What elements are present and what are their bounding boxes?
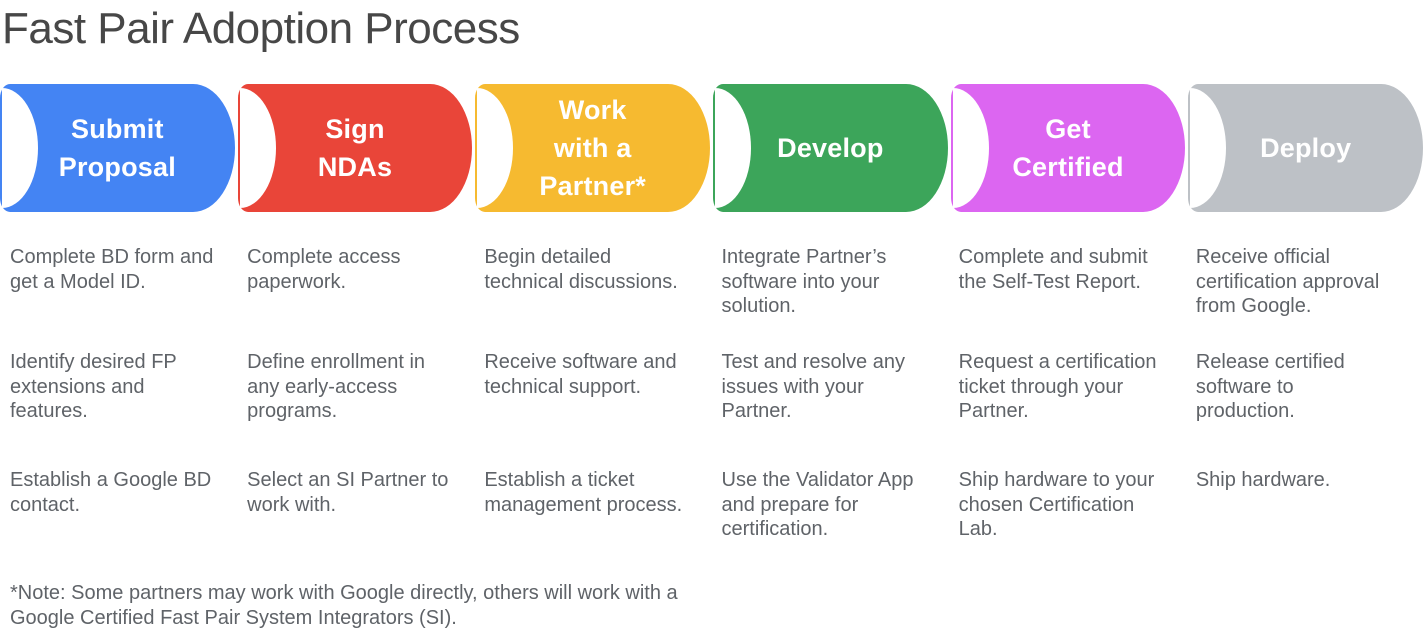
- desc-work-with-partner-1: Begin detailed technical discussions.: [484, 246, 678, 293]
- stage-label: Develop: [777, 133, 884, 163]
- desc-sign-ndas-1: Complete access paperwork.: [247, 246, 401, 293]
- desc-work-with-partner-3: Establish a ticket management process.: [484, 469, 683, 516]
- page-title: Fast Pair Adoption Process: [2, 4, 520, 53]
- stage-sign-ndas: Sign NDAs: [237, 84, 473, 212]
- stage-label: Submit Proposal: [58, 114, 176, 182]
- stage-label: Get Certified: [1012, 114, 1124, 182]
- stage-work-with-partner: Work with a Partner*: [475, 84, 711, 212]
- desc-submit-proposal-2: Identify desired FP extensions and featu…: [10, 351, 177, 422]
- stage-submit-proposal: Submit Proposal: [0, 84, 235, 212]
- desc-get-certified-1: Complete and submit the Self-Test Report…: [958, 246, 1148, 293]
- desc-deploy-2: Release certified software to production…: [1195, 351, 1345, 422]
- desc-get-certified-2: Request a certification ticket through y…: [958, 351, 1157, 422]
- desc-sign-ndas-2: Define enrollment in any early-access pr…: [247, 351, 426, 422]
- desc-work-with-partner-2: Receive software and technical support.: [484, 351, 677, 398]
- stage-label: Work with a Partner*: [539, 95, 646, 201]
- desc-deploy-3: Ship hardware.: [1195, 469, 1331, 491]
- desc-sign-ndas-3: Select an SI Partner to work with.: [247, 469, 449, 516]
- desc-develop-2: Test and resolve any issues with your Pa…: [721, 351, 905, 422]
- process-stage-row: Submit Proposal Sign NDAs Work with a Pa…: [0, 84, 1423, 212]
- stage-develop: Develop: [713, 84, 948, 212]
- stage-get-certified: Get Certified: [950, 84, 1186, 212]
- desc-develop-1: Integrate Partner’s software into your s…: [721, 246, 887, 317]
- stage-descriptions: Complete BD form and get a Model ID. Com…: [0, 245, 1423, 542]
- desc-deploy-1: Receive official certification approval …: [1195, 246, 1380, 317]
- stage-deploy: Deploy: [1188, 84, 1423, 212]
- stage-label: Sign NDAs: [317, 114, 393, 182]
- desc-submit-proposal-3: Establish a Google BD contact.: [10, 469, 212, 516]
- desc-develop-3: Use the Validator App and prepare for ce…: [721, 469, 914, 540]
- stage-label: Deploy: [1260, 133, 1352, 163]
- footnote: *Note: Some partners may work with Googl…: [10, 582, 678, 629]
- desc-submit-proposal-1: Complete BD form and get a Model ID.: [10, 246, 214, 293]
- desc-get-certified-3: Ship hardware to your chosen Certificati…: [958, 469, 1155, 540]
